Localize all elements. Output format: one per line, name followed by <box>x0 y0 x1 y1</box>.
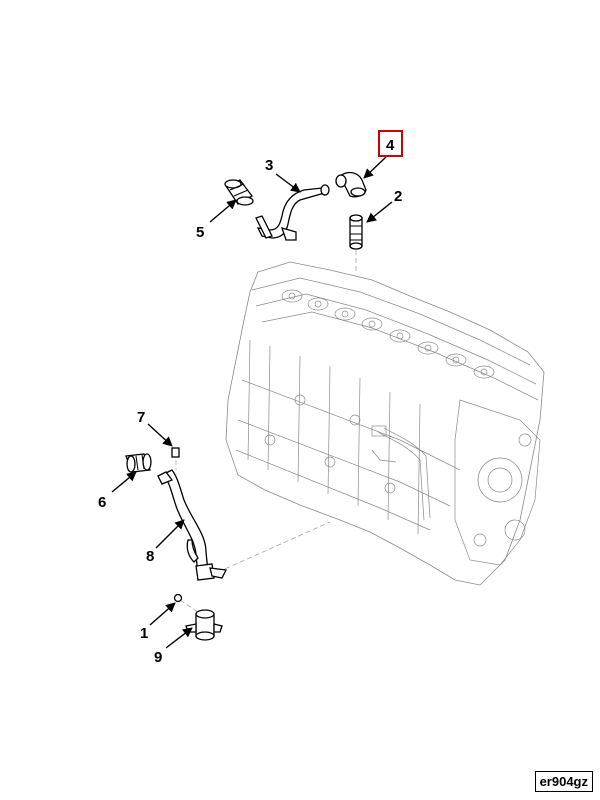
callout-6: 6 <box>98 471 137 511</box>
callout-4-highlighted: 4 <box>363 130 403 179</box>
valve-cover-bosses <box>281 289 495 379</box>
part-9-clamp <box>185 609 223 641</box>
callout-4-highlight-box <box>378 130 403 157</box>
callout-3: 3 <box>265 157 301 193</box>
svg-text:8: 8 <box>146 548 154 565</box>
part-5-clamp-fitting <box>224 179 254 206</box>
part-1-plug <box>173 593 183 603</box>
svg-text:2: 2 <box>394 188 402 205</box>
callout-9: 9 <box>154 627 193 666</box>
reference-code: er904gz <box>534 771 593 792</box>
callout-8: 8 <box>146 519 185 565</box>
svg-text:6: 6 <box>98 494 106 511</box>
part-7-plug <box>171 447 180 458</box>
svg-text:1: 1 <box>140 625 148 642</box>
engine-block-illustration <box>225 261 545 586</box>
callout-2: 2 <box>366 188 402 223</box>
callout-7: 7 <box>137 409 173 447</box>
part-6-clamp-fitting <box>125 453 152 473</box>
part-2-sleeve <box>349 214 363 250</box>
svg-text:7: 7 <box>137 409 145 426</box>
part-8-lower-tube <box>157 469 227 581</box>
svg-text:4: 4 <box>386 137 395 154</box>
assembly-guide-lines <box>175 250 357 613</box>
callout-1: 1 <box>140 602 176 642</box>
svg-text:9: 9 <box>154 649 162 666</box>
svg-text:5: 5 <box>196 224 204 241</box>
callout-5: 5 <box>196 199 237 241</box>
part-4-elbow-fitting <box>335 171 367 198</box>
part-3-upper-tube <box>255 184 330 241</box>
svg-text:3: 3 <box>265 157 273 174</box>
